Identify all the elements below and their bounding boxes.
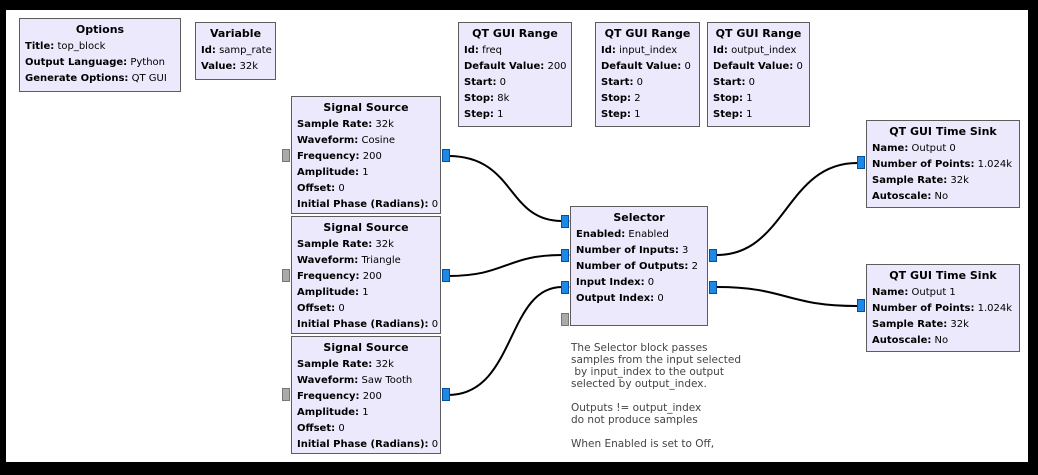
param-start: Start: 0 <box>601 77 644 88</box>
variable-block[interactable]: Variable Id: samp_rate Value: 32k <box>195 22 276 80</box>
signal-source-sawtooth-block[interactable]: Signal Source Sample Rate: 32k Waveform:… <box>291 336 441 454</box>
signal-source-sawtooth-input-port[interactable] <box>282 388 290 401</box>
param-stop: Stop: 2 <box>601 93 641 104</box>
block-title: Signal Source <box>323 101 409 114</box>
block-title: QT GUI Time Sink <box>889 269 997 282</box>
selector-input-port-0[interactable] <box>561 215 569 228</box>
options-block[interactable]: Options Title: top_block Output Language… <box>19 18 181 92</box>
param-sample-rate: Sample Rate: 32k <box>297 119 394 130</box>
selector-comment: The Selector block passes samples from t… <box>571 342 741 450</box>
block-title: Variable <box>209 27 262 40</box>
signal-source-triangle-input-port[interactable] <box>282 269 290 282</box>
param-autoscale: Autoscale: No <box>872 335 949 346</box>
param-step: Step: 1 <box>713 109 753 120</box>
signal-source-triangle-block[interactable]: Signal Source Sample Rate: 32k Waveform:… <box>291 216 441 334</box>
param-offset: Offset: 0 <box>297 423 345 434</box>
signal-source-triangle-output-port[interactable] <box>442 269 450 282</box>
signal-source-cosine-input-port[interactable] <box>282 149 290 162</box>
block-title: QT GUI Range <box>715 27 802 40</box>
block-title: Signal Source <box>323 221 409 234</box>
param-amplitude: Amplitude: 1 <box>297 167 369 178</box>
param-name: Name: Output 1 <box>872 287 956 298</box>
param-generate-options: Generate Options: QT GUI <box>25 73 167 84</box>
block-title: Signal Source <box>323 341 409 354</box>
param-step: Step: 1 <box>464 109 504 120</box>
param-start: Start: 0 <box>464 77 507 88</box>
param-number-of-points: Number of Points: 1.024k <box>872 159 1013 170</box>
param-initial-phase: Initial Phase (Radians): 0 <box>297 319 439 330</box>
param-waveform: Waveform: Saw Tooth <box>297 375 413 386</box>
param-input-index: Input Index: 0 <box>576 277 655 288</box>
param-default-value: Default Value: 200 <box>464 61 567 72</box>
signal-source-cosine-block[interactable]: Signal Source Sample Rate: 32k Waveform:… <box>291 96 441 214</box>
param-enabled: Enabled: Enabled <box>576 229 669 240</box>
param-title: Title: top_block <box>25 41 106 52</box>
block-title: QT GUI Time Sink <box>889 125 997 138</box>
param-frequency: Frequency: 200 <box>297 271 382 282</box>
param-sample-rate: Sample Rate: 32k <box>872 175 969 186</box>
param-sample-rate: Sample Rate: 32k <box>297 359 394 370</box>
selector-output-port-0[interactable] <box>709 249 717 262</box>
param-sample-rate: Sample Rate: 32k <box>297 239 394 250</box>
param-offset: Offset: 0 <box>297 183 345 194</box>
qt-gui-range-output-index-block[interactable]: QT GUI Range Id: output_index Default Va… <box>707 22 810 127</box>
param-id: Id: input_index <box>601 45 678 56</box>
selector-input-port-2[interactable] <box>561 281 569 294</box>
wire-sawtooth-to-selector-in2[interactable] <box>447 286 563 396</box>
block-title: Selector <box>613 211 665 224</box>
qt-gui-time-sink-0-block[interactable]: QT GUI Time Sink Name: Output 0 Number o… <box>866 120 1020 208</box>
param-output-index: Output Index: 0 <box>576 293 664 304</box>
param-step: Step: 1 <box>601 109 641 120</box>
param-initial-phase: Initial Phase (Radians): 0 <box>297 199 439 210</box>
param-start: Start: 0 <box>713 77 756 88</box>
selector-input-port-1[interactable] <box>561 249 569 262</box>
signal-source-sawtooth-output-port[interactable] <box>442 388 450 401</box>
param-sample-rate: Sample Rate: 32k <box>872 319 969 330</box>
param-id: Id: freq <box>464 45 502 56</box>
param-initial-phase: Initial Phase (Radians): 0 <box>297 439 439 450</box>
wire-triangle-to-selector-in1[interactable] <box>447 254 563 277</box>
param-number-of-outputs: Number of Outputs: 2 <box>576 261 698 272</box>
param-frequency: Frequency: 200 <box>297 151 382 162</box>
param-stop: Stop: 1 <box>713 93 753 104</box>
wire-selector-out1-to-sink1[interactable] <box>716 286 858 307</box>
qt-gui-range-input-index-block[interactable]: QT GUI Range Id: input_index Default Val… <box>595 22 700 127</box>
param-amplitude: Amplitude: 1 <box>297 287 369 298</box>
param-id: Id: output_index <box>713 45 797 56</box>
qt-gui-range-freq-block[interactable]: QT GUI Range Id: freq Default Value: 200… <box>458 22 572 127</box>
param-id: Id: samp_rate <box>201 45 272 56</box>
qt-gui-time-sink-1-block[interactable]: QT GUI Time Sink Name: Output 1 Number o… <box>866 264 1020 352</box>
param-output-language: Output Language: Python <box>25 57 166 68</box>
selector-message-port[interactable] <box>561 313 569 326</box>
selector-output-port-1[interactable] <box>709 281 717 294</box>
block-title: Options <box>75 23 125 36</box>
block-title: QT GUI Range <box>604 27 691 40</box>
param-value: Value: 32k <box>201 61 258 72</box>
block-title: QT GUI Range <box>472 27 558 40</box>
param-amplitude: Amplitude: 1 <box>297 407 369 418</box>
flowgraph-canvas[interactable]: Options Title: top_block Output Language… <box>6 10 1028 462</box>
wire-selector-out0-to-sink0[interactable] <box>716 162 858 256</box>
param-waveform: Waveform: Cosine <box>297 135 396 146</box>
param-name: Name: Output 0 <box>872 143 956 154</box>
param-stop: Stop: 8k <box>464 93 510 104</box>
wire-cosine-to-selector-in0[interactable] <box>447 155 563 222</box>
param-frequency: Frequency: 200 <box>297 391 382 402</box>
param-default-value: Default Value: 0 <box>713 61 803 72</box>
param-number-of-inputs: Number of Inputs: 3 <box>576 245 689 256</box>
qt-gui-time-sink-0-input-port[interactable] <box>857 156 865 169</box>
param-waveform: Waveform: Triangle <box>297 255 401 266</box>
selector-block[interactable]: Selector Enabled: Enabled Number of Inpu… <box>570 206 708 326</box>
param-offset: Offset: 0 <box>297 303 345 314</box>
param-number-of-points: Number of Points: 1.024k <box>872 303 1013 314</box>
signal-source-cosine-output-port[interactable] <box>442 149 450 162</box>
qt-gui-time-sink-1-input-port[interactable] <box>857 299 865 312</box>
param-default-value: Default Value: 0 <box>601 61 691 72</box>
param-autoscale: Autoscale: No <box>872 191 949 202</box>
